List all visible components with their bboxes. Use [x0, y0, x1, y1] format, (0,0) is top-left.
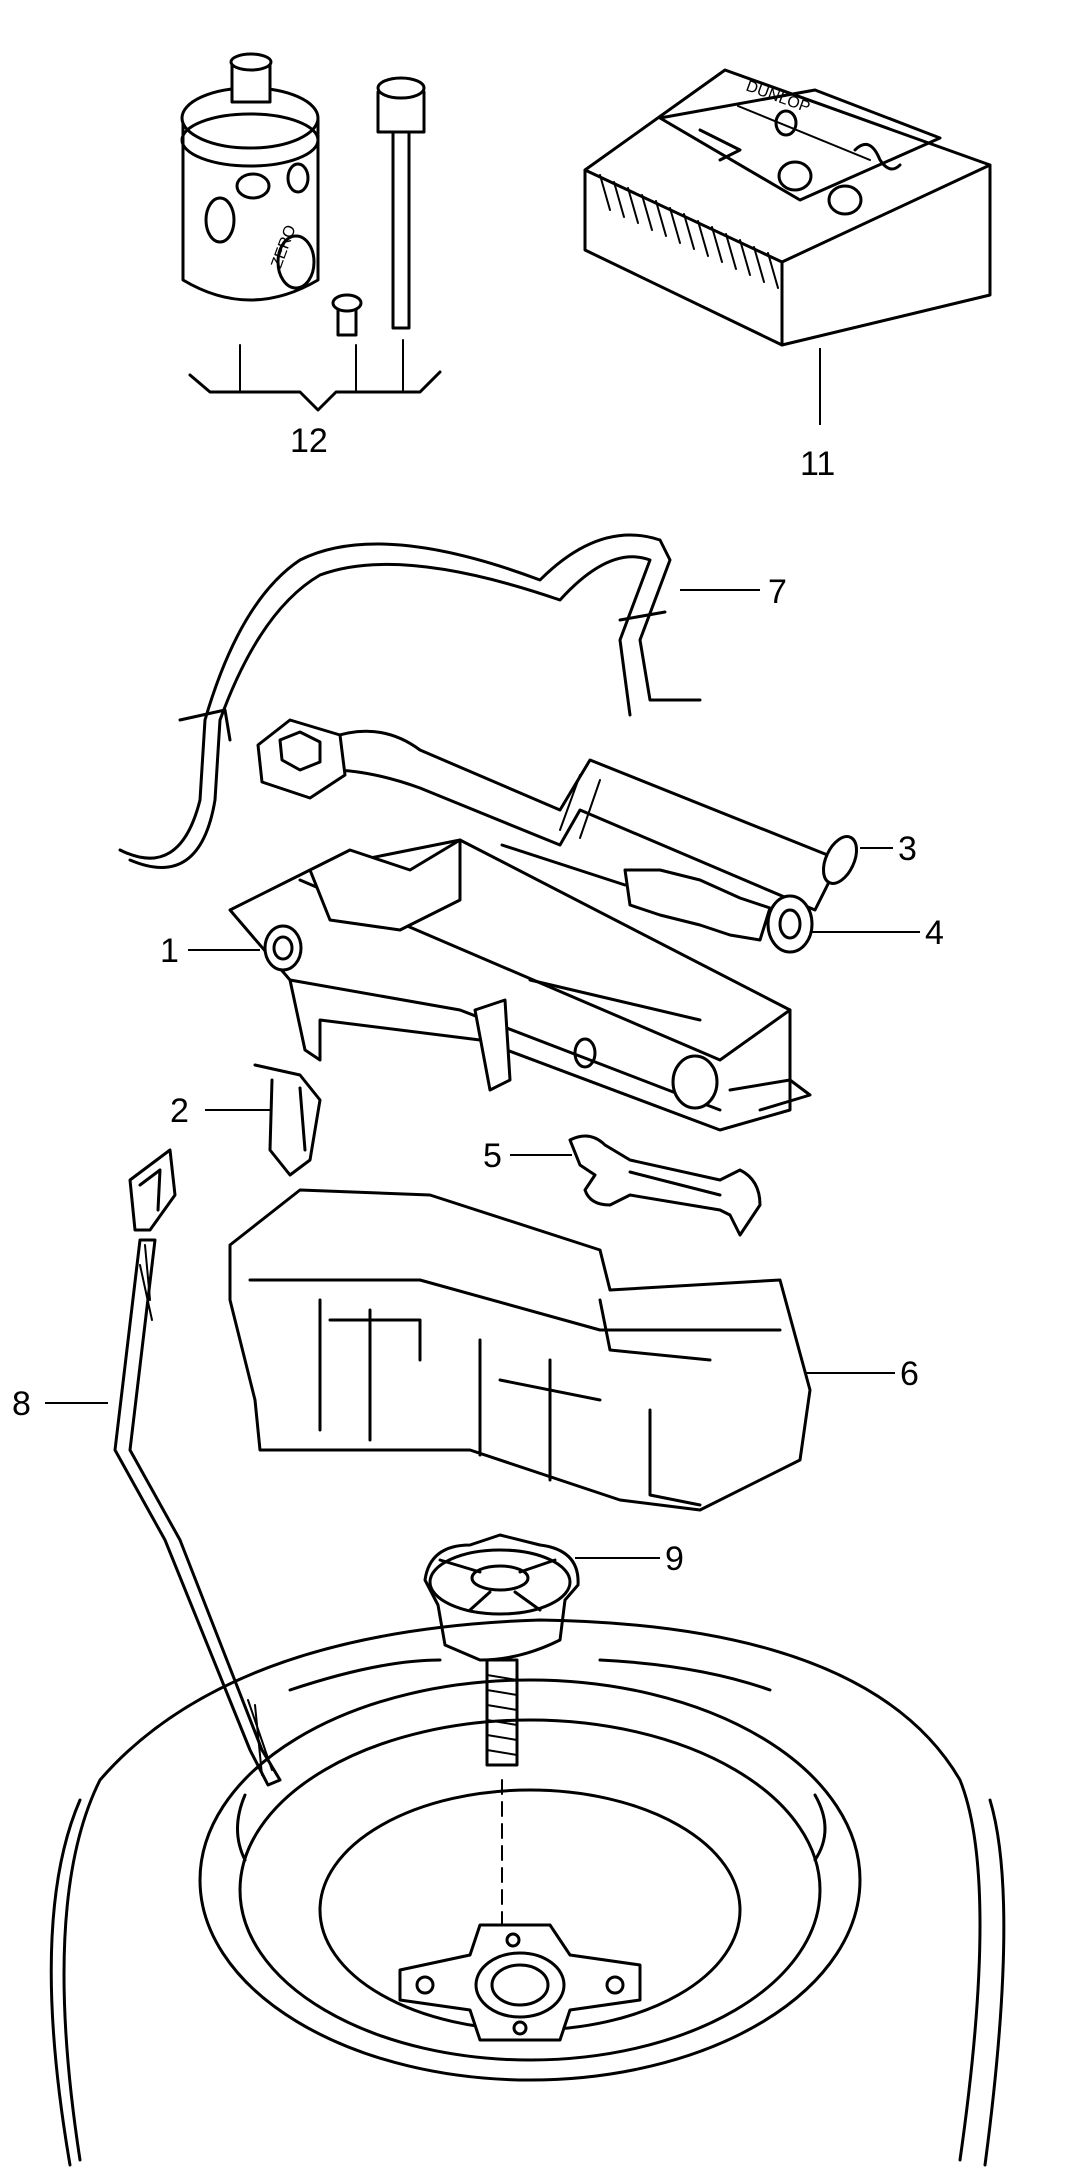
jack-part-1: 1: [160, 838, 812, 1132]
callout-4: 4: [925, 914, 944, 952]
wheel-wrench-part-3: 3: [256, 718, 917, 912]
callout-8: 8: [12, 1385, 31, 1423]
callout-5: 5: [483, 1137, 502, 1175]
callout-9: 9: [665, 1540, 684, 1578]
wing-nut-part-9: 9: [423, 1533, 684, 1981]
sealant-bottle: ZERO: [180, 52, 320, 302]
spare-wheel: [49, 1618, 1006, 2167]
callout-2: 2: [170, 1092, 189, 1130]
tow-eye-tool-part-4: 4: [500, 843, 944, 954]
clip-part-2: 2: [170, 1063, 322, 1177]
compressor-vent-slats: [599, 174, 779, 289]
securing-strap-part-8: 8: [12, 1148, 282, 1787]
tool-tray-part-6: 6: [228, 1188, 919, 1512]
callout-1: 1: [160, 932, 179, 970]
callout-7: 7: [768, 573, 787, 611]
valve-extractor: [376, 76, 426, 330]
strap-part-7: 7: [118, 533, 787, 869]
callout-3: 3: [898, 830, 917, 868]
valve-core: [331, 293, 363, 337]
callout-11: 11: [800, 445, 835, 483]
sealant-kit-part-12: ZERO 12: [180, 52, 442, 460]
callout-12: 12: [290, 422, 328, 460]
spanner-part-5: 5: [483, 1134, 762, 1237]
compressor-part-11: DUNLOP 11: [583, 68, 992, 483]
callout-6: 6: [900, 1355, 919, 1393]
